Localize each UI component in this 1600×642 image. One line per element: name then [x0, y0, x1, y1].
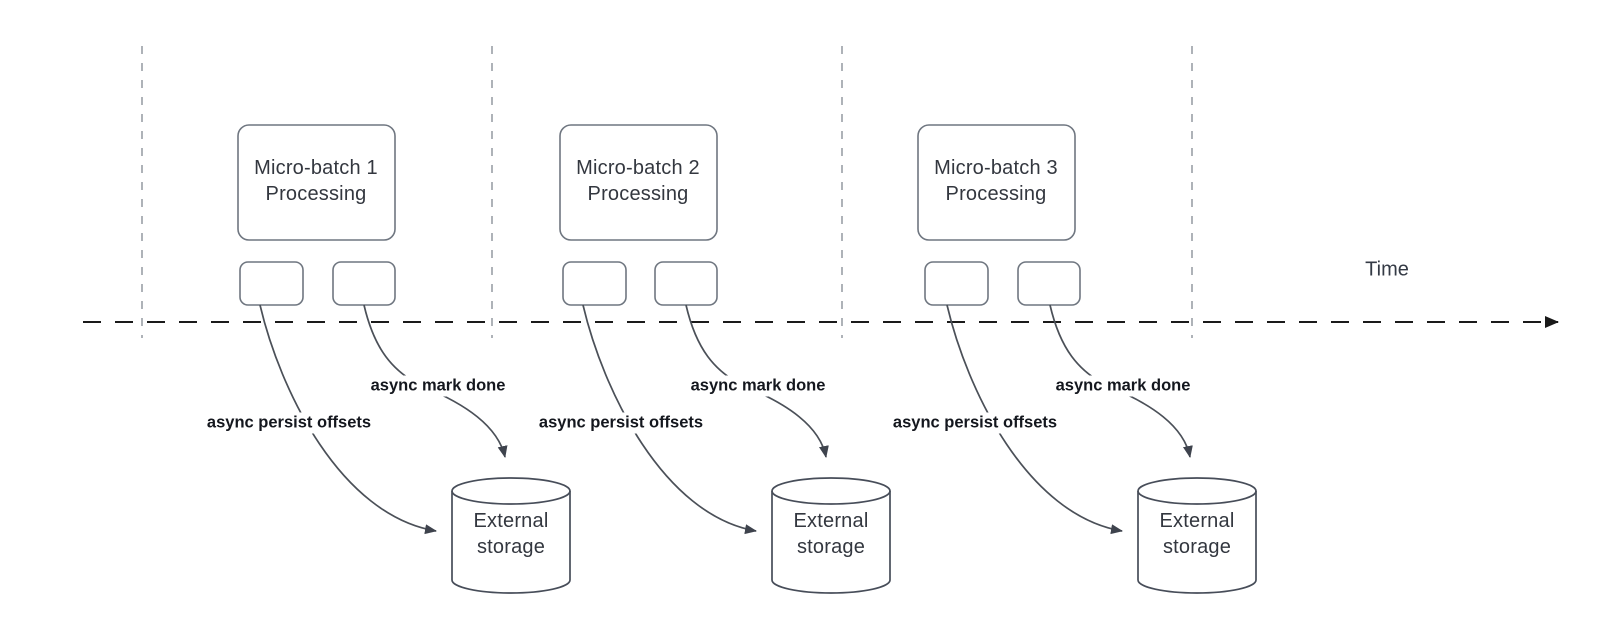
mark-done-arrow-2	[685, 304, 829, 458]
persist-offsets-arrow-2	[582, 304, 757, 535]
micro-batch-box-1	[237, 124, 396, 241]
external-storage-cylinder-1	[451, 477, 571, 594]
persist-offsets-arrow-3	[946, 304, 1123, 535]
mark-done-arrow-3	[1049, 304, 1193, 458]
micro-batch-box-2	[559, 124, 718, 241]
persist-offsets-arrow-1	[259, 304, 437, 535]
persist-offsets-node-1	[239, 261, 304, 306]
mark-done-node-1	[332, 261, 396, 306]
persist-offsets-node-2	[562, 261, 627, 306]
mark-done-node-3	[1017, 261, 1081, 306]
persist-offsets-node-3	[924, 261, 989, 306]
mark-done-node-2	[654, 261, 718, 306]
mark-done-arrow-1	[363, 304, 508, 458]
micro-batch-box-3	[917, 124, 1076, 241]
external-storage-cylinder-3	[1137, 477, 1257, 594]
external-storage-cylinder-2	[771, 477, 891, 594]
